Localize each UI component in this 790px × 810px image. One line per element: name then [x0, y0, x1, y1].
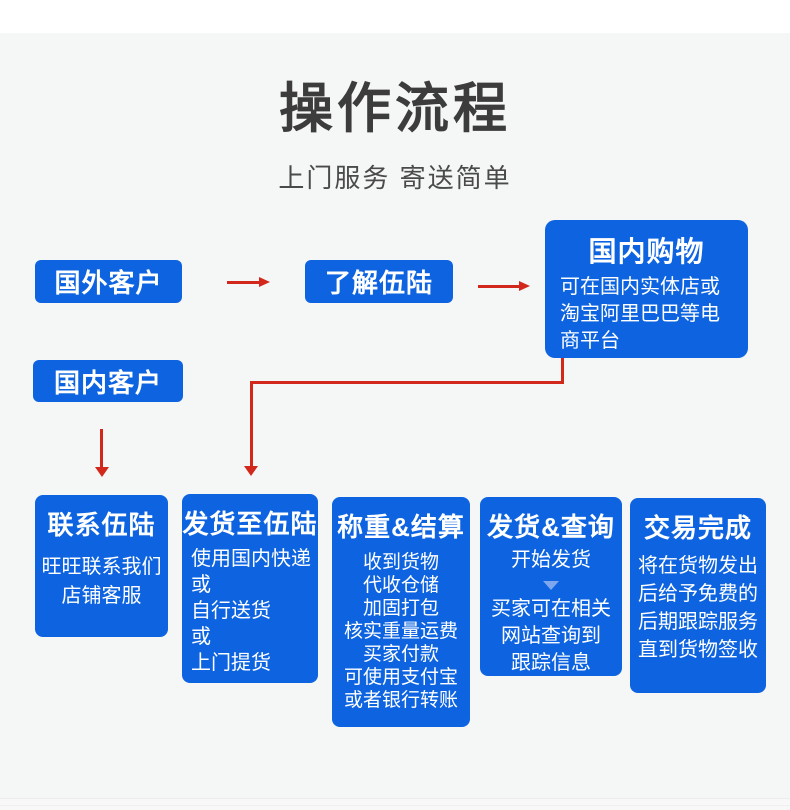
connector-vertical-segment	[561, 358, 564, 384]
step-body: 收到货物 代收仓储 加固打包 核实重量运费 买家付款 可使用支付宝 或者银行转账	[332, 551, 470, 712]
step-body: 将在货物发出 后给予免费的 后期跟踪服务 直到货物签收	[630, 552, 766, 664]
connector-horizontal-segment	[250, 381, 564, 384]
step-body-line: 开始发货	[511, 549, 591, 571]
step-title: 联系伍陆	[47, 510, 156, 540]
top-white-band	[0, 0, 790, 33]
foreign-customer-box: 国外客户	[35, 260, 182, 303]
step-body-line: 自行送货	[191, 600, 271, 622]
learn-wulu-box: 了解伍陆	[305, 260, 453, 303]
step-body-line: 使用国内快递	[191, 548, 311, 570]
footer-divider-line	[0, 805, 790, 806]
arrow-shaft	[478, 285, 520, 288]
step-body-line: 上门提货	[191, 652, 271, 674]
step-body-line: 加固打包	[362, 598, 439, 619]
small-down-triangle-icon	[543, 581, 559, 590]
step-body-line: 后期跟踪服务	[638, 611, 758, 633]
domestic-shopping-box: 国内购物 可在国内实体店或淘宝阿里巴巴等电商平台	[545, 220, 748, 358]
arrow-head-icon	[259, 277, 270, 287]
step-body-line: 代收仓储	[362, 575, 439, 596]
step-body-line: 后给予免费的	[638, 583, 758, 605]
step-body-line: 店铺客服	[61, 585, 142, 607]
step-ship-to-wulu: 发货至伍陆 使用国内快递 或 自行送货 或 上门提货	[182, 494, 318, 683]
learn-wulu-label: 了解伍陆	[324, 268, 433, 298]
step-body: 使用国内快递 或 自行送货 或 上门提货	[182, 546, 318, 676]
step-body: 旺旺联系我们 店铺客服	[35, 553, 168, 611]
step-weigh-settle: 称重&结算 收到货物 代收仓储 加固打包 核实重量运费 买家付款 可使用支付宝 …	[332, 497, 470, 727]
step-title: 称重&结算	[337, 512, 465, 542]
page-title: 操作流程	[279, 79, 511, 139]
step-title: 交易完成	[643, 513, 752, 543]
domestic-shopping-title: 国内购物	[588, 236, 705, 267]
step-body-line: 或者银行转账	[343, 690, 458, 711]
step-body-line: 旺旺联系我们	[41, 556, 162, 578]
step-dispatch-track: 发货&查询 开始发货 买家可在相关 网站查询到 跟踪信息	[480, 497, 622, 676]
step-body-line: 网站查询到	[501, 625, 601, 647]
step-body-line: 收到货物	[362, 552, 439, 573]
arrow-shaft	[100, 429, 103, 469]
step-title: 发货&查询	[487, 512, 615, 542]
step-transaction-complete: 交易完成 将在货物发出 后给予免费的 后期跟踪服务 直到货物签收	[630, 498, 766, 693]
step-title: 发货至伍陆	[182, 509, 318, 539]
arrow-head-icon	[244, 466, 258, 476]
connector-vertical-segment	[250, 381, 253, 468]
domestic-shopping-body: 可在国内实体店或淘宝阿里巴巴等电商平台	[560, 276, 720, 352]
step-body-line: 买家付款	[362, 644, 439, 665]
footer-divider-strip	[0, 798, 790, 810]
step-contact-wulu: 联系伍陆 旺旺联系我们 店铺客服	[35, 495, 168, 637]
page-subtitle: 上门服务 寄送简单	[278, 163, 512, 193]
arrow-head-icon	[519, 281, 530, 291]
step-body-line: 可使用支付宝	[343, 667, 458, 688]
foreign-customer-label: 国外客户	[54, 268, 163, 298]
arrow-head-icon	[95, 467, 109, 477]
step-body: 开始发货 买家可在相关 网站查询到 跟踪信息	[480, 547, 622, 677]
step-body-line: 将在货物发出	[638, 555, 758, 577]
arrow-shaft	[227, 281, 260, 284]
domestic-customer-box: 国内客户	[33, 360, 183, 402]
step-body-line: 核实重量运费	[343, 621, 458, 642]
step-body-line: 买家可在相关	[491, 598, 611, 620]
step-body-line: 直到货物签收	[638, 639, 758, 661]
domestic-customer-label: 国内客户	[53, 367, 162, 398]
step-body-line: 或	[191, 574, 211, 596]
step-body-line: 或	[191, 626, 211, 648]
step-body-line: 跟踪信息	[511, 652, 591, 674]
